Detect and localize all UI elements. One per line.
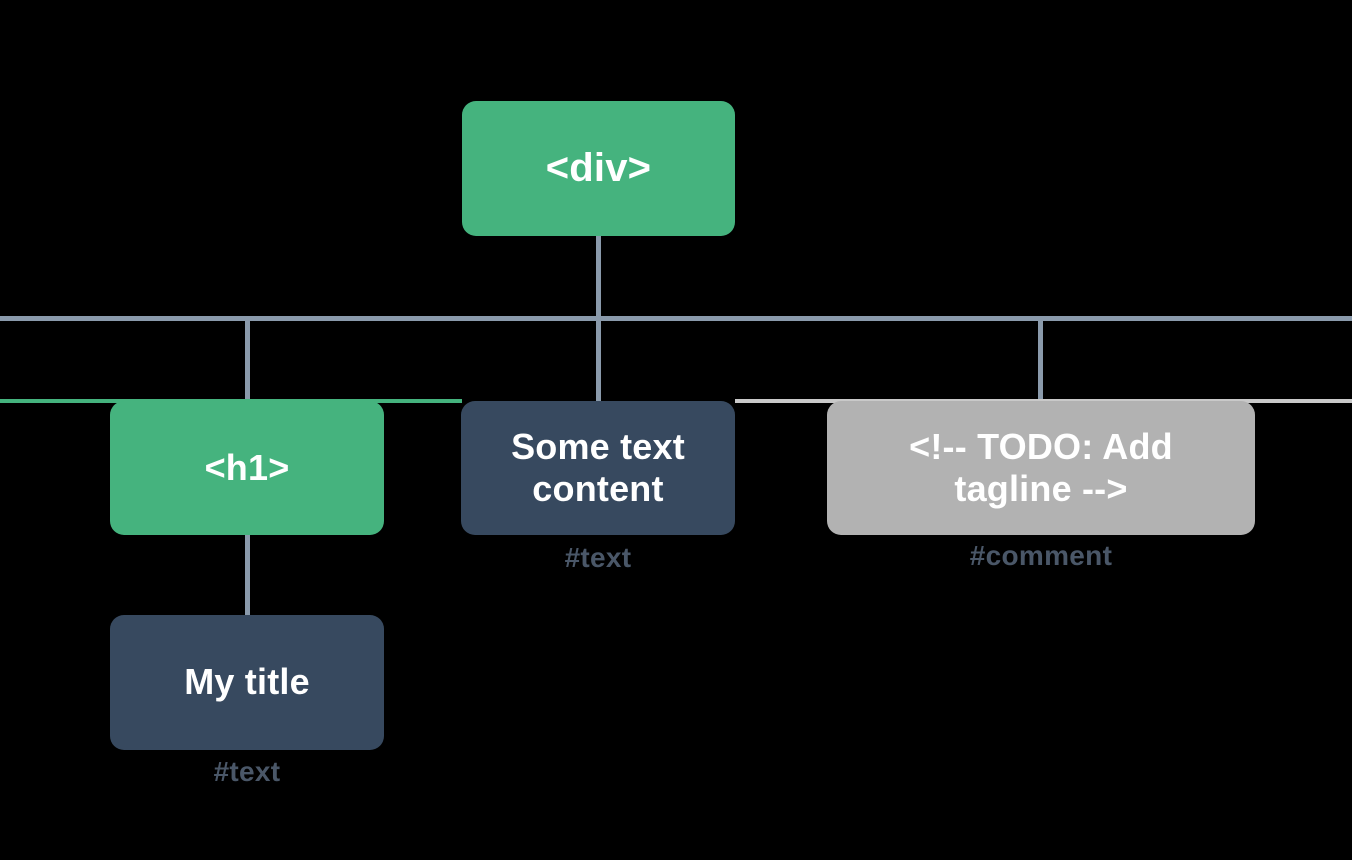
connector-to-comment <box>1038 318 1043 402</box>
node-h1[interactable]: <h1> <box>110 401 384 535</box>
node-div[interactable]: <div> <box>462 101 735 236</box>
connector-to-h1 <box>245 318 250 402</box>
node-my-title-label: My title <box>184 661 310 703</box>
node-comment-label: <!-- TODO: Add tagline --> <box>909 425 1173 509</box>
caption-comment: #comment <box>969 540 1113 571</box>
node-some-text-label: Some text content <box>511 425 685 509</box>
caption-my-title: #text <box>213 756 281 787</box>
node-h1-label: <h1> <box>204 446 290 488</box>
node-my-title[interactable]: My title <box>110 615 384 750</box>
connector-h1-to-my-title <box>245 533 250 617</box>
node-div-label: <div> <box>545 145 652 190</box>
caption-some-text: #text <box>564 542 632 573</box>
connector-root-stem <box>596 234 601 320</box>
node-some-text[interactable]: Some text content <box>461 401 735 535</box>
node-comment[interactable]: <!-- TODO: Add tagline --> <box>827 401 1255 535</box>
connector-sibling-bar <box>0 316 1352 321</box>
connector-to-some-text <box>596 318 601 402</box>
